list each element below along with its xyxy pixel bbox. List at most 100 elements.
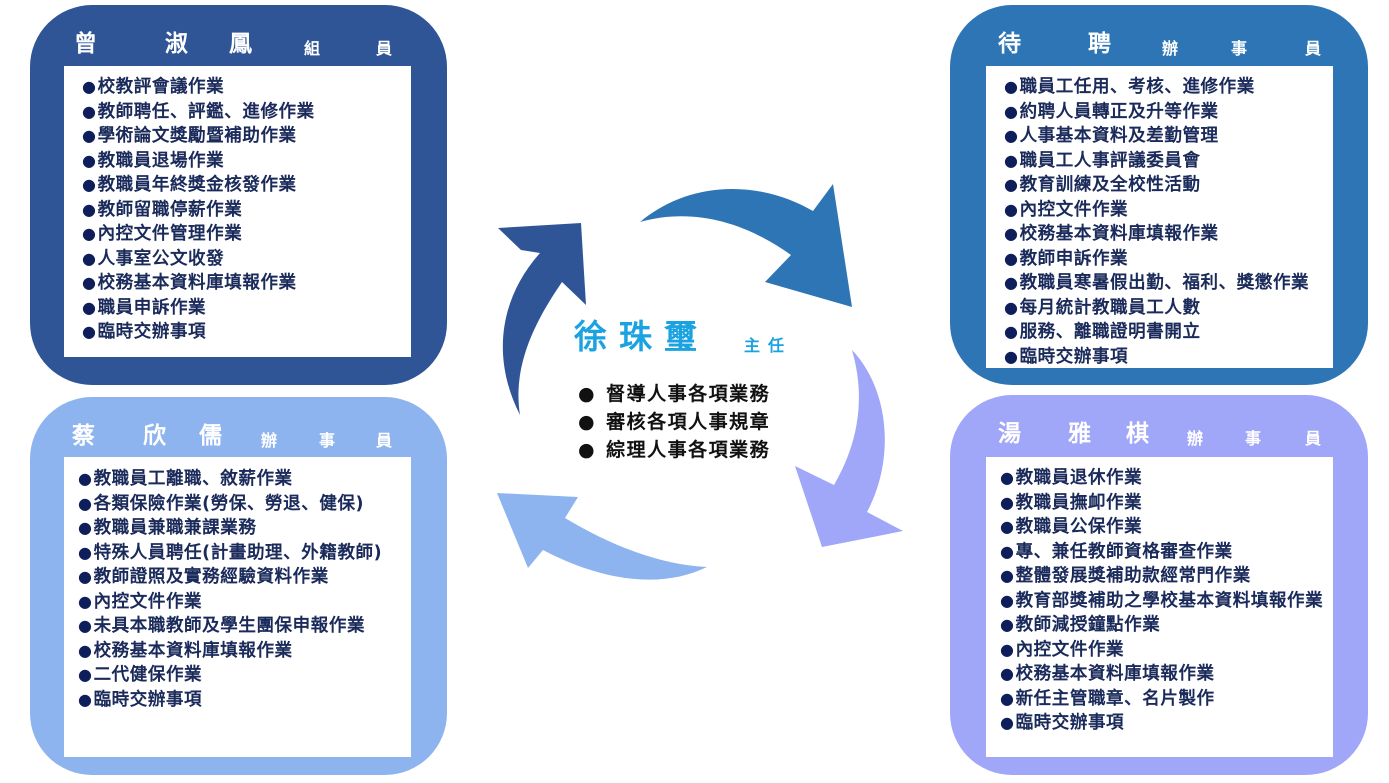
duty-text: 內控文件管理作業	[97, 224, 243, 244]
duty-item: ●二代健保作業	[78, 663, 382, 688]
bullet-icon: ●	[78, 616, 93, 635]
duty-text: 教育部獎補助之學校基本資料填報作業	[1015, 590, 1324, 611]
staff-role-char: 辦	[1162, 39, 1179, 58]
duty-text: 校務基本資料庫填報作業	[1015, 664, 1215, 684]
bullet-icon: ●	[1004, 199, 1019, 219]
duty-text: 臨時交辦事項	[1019, 346, 1129, 367]
staff-role-char: 事	[319, 431, 336, 450]
duty-list: ●校教評會議作業●教師聘任、評鑑、進修作業●學術論文獎勵暨補助作業●教職員退場作…	[82, 75, 315, 345]
duty-item: ●專、兼任教師資格審查作業	[1000, 540, 1323, 565]
bullet-icon: ●	[82, 273, 97, 292]
duty-text: 內控文件作業	[93, 591, 203, 612]
duty-text: 教職員兼職兼課業務	[93, 518, 257, 538]
bullet-icon: ●	[82, 224, 97, 243]
director-role: 主任	[744, 336, 793, 355]
duty-text: 教職員退休作業	[1015, 468, 1143, 488]
bullet-icon: ●	[1000, 566, 1015, 585]
staff-name-char: 待	[998, 31, 1021, 57]
duty-item: ●教職員公保作業	[1000, 515, 1323, 540]
duty-text: 教師證照及實務經驗資料作業	[93, 567, 329, 587]
staff-name-char: 欣	[143, 423, 166, 449]
director-name: 徐珠璽	[574, 317, 709, 356]
duty-item: ●內控文件作業	[78, 590, 382, 615]
duty-item: ●教師申訴作業	[1004, 247, 1309, 272]
bullet-icon: ●	[1000, 492, 1015, 512]
bullet-icon: ●	[78, 665, 93, 684]
duty-text: 專、兼任教師資格審查作業	[1015, 541, 1233, 562]
duty-text: 綜理人事各項業務	[606, 439, 771, 461]
staff-card-header: 湯 雅 棋 辦 事 員	[950, 395, 1368, 455]
duty-item: ●教育訓練及全校性活動	[1004, 173, 1309, 198]
bullet-icon: ●	[78, 518, 93, 537]
duty-item: ●校務基本資料庫填報作業	[82, 271, 315, 296]
arrow-up-right	[640, 184, 852, 307]
bullet-icon: ●	[78, 689, 93, 709]
staff-name-char: 淑	[165, 31, 188, 57]
bullet-icon: ●	[78, 469, 93, 488]
bullet-icon: ●	[82, 175, 97, 194]
duty-text: 未具本職教師及學生團保申報作業	[93, 616, 366, 636]
bullet-icon: ●	[1004, 248, 1019, 268]
staff-role-char: 組	[304, 39, 321, 58]
duty-item: ●服務、離職證明書開立	[1004, 320, 1309, 345]
duty-text: 職員工任用、考核、進修作業	[1019, 77, 1255, 97]
duty-item: ●學術論文獎勵暨補助作業	[82, 124, 315, 149]
duty-text: 教職員寒暑假出勤、福利、獎懲作業	[1019, 273, 1310, 293]
bullet-icon: ●	[1004, 273, 1019, 292]
duty-text: 校務基本資料庫填報作業	[97, 273, 297, 293]
duty-list-panel: ●職員工任用、考核、進修作業●約聘人員轉正及升等作業●人事基本資料及差勤管理●職…	[986, 66, 1333, 368]
duty-text: 教師減授鐘點作業	[1015, 615, 1161, 635]
duty-text: 教師聘任、評鑑、進修作業	[97, 101, 315, 122]
duty-text: 職員申訴作業	[97, 297, 207, 318]
staff-role-char: 員	[376, 431, 393, 450]
bullet-icon: ●	[1000, 664, 1015, 683]
duty-text: 職員工人事評議委員會	[1019, 150, 1201, 171]
duty-item: ●臨時交辦事項	[82, 320, 315, 345]
bullet-icon: ●	[78, 591, 93, 611]
staff-name-char: 曾	[74, 31, 97, 57]
bullet-icon: ●	[82, 322, 97, 341]
duty-item: ●內控文件管理作業	[82, 222, 315, 247]
duty-item: ●教職員退休作業	[1000, 466, 1323, 491]
staff-name-char: 蔡	[72, 423, 95, 449]
duty-item: ●教師聘任、評鑑、進修作業	[82, 100, 315, 125]
staff-role-char: 辦	[1187, 429, 1204, 448]
bullet-icon: ●	[1000, 713, 1015, 732]
staff-name-char: 湯	[998, 421, 1021, 447]
duty-text: 特殊人員聘任(計畫助理、外籍教師)	[93, 542, 383, 563]
bullet-icon: ●	[82, 248, 97, 268]
staff-name-char: 聘	[1088, 31, 1111, 57]
arrow-down-left	[497, 493, 707, 580]
duty-item: ●教師留職停薪作業	[82, 198, 315, 223]
bullet-icon: ●	[82, 101, 97, 121]
duty-item: ●教育部獎補助之學校基本資料填報作業	[1000, 589, 1323, 614]
bullet-icon: ●	[78, 640, 93, 660]
staff-name-char: 鳳	[229, 31, 252, 57]
duty-item: ●臨時交辦事項	[1004, 345, 1309, 370]
bullet-icon: ●	[1004, 150, 1019, 170]
bullet-icon: ●	[1000, 590, 1015, 610]
duty-list: ●教職員工離職、敘薪作業●各類保險作業(勞保、勞退、健保)●教職員兼職兼課業務●…	[78, 467, 382, 712]
duty-text: 臨時交辦事項	[93, 689, 203, 710]
bullet-icon: ●	[578, 411, 597, 433]
duty-text: 新任主管職章、名片製作	[1015, 688, 1215, 709]
duty-text: 教職員撫卹作業	[1015, 492, 1143, 513]
bullet-icon: ●	[578, 383, 597, 405]
duty-item: ●校教評會議作業	[82, 75, 315, 100]
duty-text: 整體發展獎補助款經常門作業	[1015, 566, 1251, 586]
bullet-icon: ●	[78, 567, 93, 586]
duty-item: ●教職員兼職兼課業務	[78, 516, 382, 541]
duty-text: 人事室公文收發	[97, 248, 225, 269]
duty-item: ●特殊人員聘任(計畫助理、外籍教師)	[78, 541, 382, 566]
staff-card-4: 湯 雅 棋 辦 事 員 ●教職員退休作業●教職員撫卹作業●教職員公保作業●專、兼…	[950, 395, 1368, 775]
duty-list: ●教職員退休作業●教職員撫卹作業●教職員公保作業●專、兼任教師資格審查作業●整體…	[1000, 466, 1323, 736]
bullet-icon: ●	[1004, 322, 1019, 341]
duty-item: ●每月統計教職員工人數	[1004, 296, 1309, 321]
bullet-icon: ●	[78, 493, 93, 513]
bullet-icon: ●	[82, 77, 97, 96]
duty-item: ●人事基本資料及差勤管理	[1004, 124, 1309, 149]
duty-item: ●教職員年終獎金核發作業	[82, 173, 315, 198]
staff-name-char: 雅	[1068, 421, 1091, 447]
staff-role-char: 員	[1305, 429, 1322, 448]
